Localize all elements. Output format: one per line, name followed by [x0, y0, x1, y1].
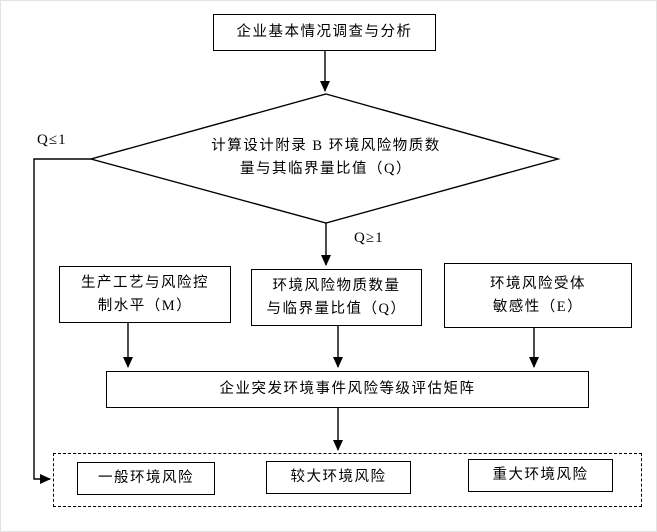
factor-q-line-2: 与临界量比值（Q） [266, 300, 407, 317]
arrow-decision-to-results [33, 158, 91, 484]
factor-e-line-2: 敏感性（E） [492, 298, 584, 315]
decision-line-1: 计算设计附录 B 环境风险物质数 [211, 138, 441, 154]
node-matrix: 企业突发环境事件风险等级评估矩阵 [106, 371, 589, 408]
factor-m-line-1: 生产工艺与风险控 [81, 274, 209, 291]
branch-label-q-ge-1: Q≥1 [354, 230, 384, 246]
result-general-label: 一般环境风险 [98, 470, 194, 486]
node-survey: 企业基本情况调查与分析 [213, 14, 436, 51]
node-survey-label: 企业基本情况调查与分析 [236, 24, 413, 40]
factor-q-line-1: 环境风险物质数量 [272, 277, 401, 294]
result-larger-label: 较大环境风险 [290, 469, 387, 485]
node-result-major: 重大环境风险 [468, 459, 613, 492]
factor-e-line-1: 环境风险受体 [490, 275, 586, 292]
decision-line-2: 量与其临界量比值（Q） [240, 161, 412, 177]
node-decision-label: 计算设计附录 B 环境风险物质数 量与其临界量比值（Q） [166, 135, 486, 181]
node-factor-q: 环境风险物质数量 与临界量比值（Q） [251, 269, 422, 326]
factor-m-line-2: 制水平（M） [97, 297, 193, 314]
results-group [53, 453, 642, 507]
node-factor-e: 环境风险受体 敏感性（E） [444, 263, 632, 328]
node-result-larger: 较大环境风险 [266, 461, 411, 494]
node-result-general: 一般环境风险 [77, 462, 215, 495]
node-matrix-label: 企业突发环境事件风险等级评估矩阵 [219, 381, 476, 397]
branch-label-q-le-1: Q≤1 [37, 132, 67, 148]
node-factor-m: 生产工艺与风险控 制水平（M） [59, 266, 231, 323]
result-major-label: 重大环境风险 [492, 467, 589, 483]
